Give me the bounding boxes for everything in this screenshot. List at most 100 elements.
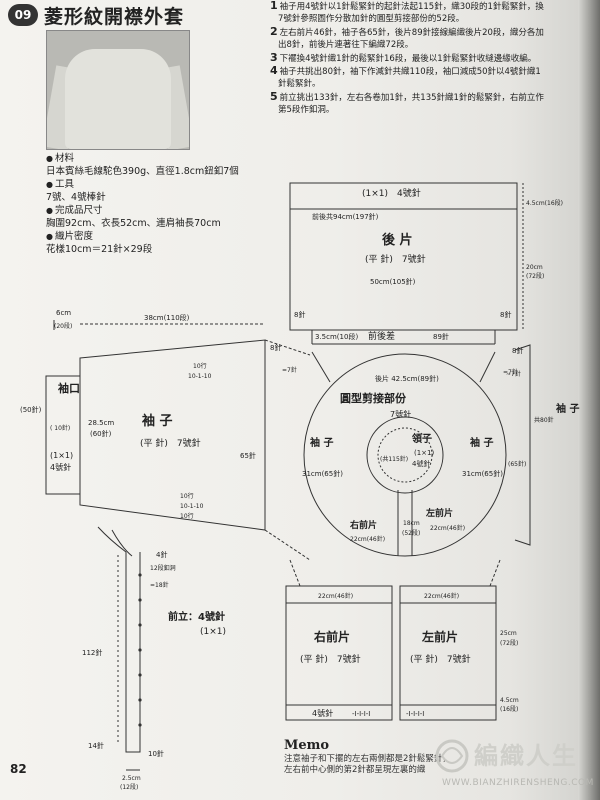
back-height: 20cm [526, 264, 543, 271]
pattern-number-badge: 09 [8, 4, 38, 26]
yoke-sleeve-right: 袖 子 [469, 436, 493, 449]
back-stitch: (平 針) 7號針 [365, 253, 426, 265]
collar-circle [366, 416, 444, 494]
collar-stitches: (共115針) [380, 455, 408, 463]
dec-top-1: 10行 [193, 362, 207, 370]
yoke-right-front: 右前片 [349, 519, 377, 531]
front-rows: (72段) [500, 639, 518, 647]
cuff-needle: 4號針 [50, 462, 71, 472]
right-front-title: 右前片 [313, 629, 350, 644]
sleeve-title: 袖 子 [142, 413, 173, 429]
sleeve-length: 38cm(110段) [144, 313, 190, 322]
band-width-rows: (12段) [120, 783, 138, 791]
front-rib-rows: (16段) [500, 705, 518, 713]
materials-section: 材料 日本賓絲毛線駝色390g、直徑1.8cm鈕釦7個 工具 7號、4號棒針 完… [46, 152, 239, 256]
dec-bottom-3: 10行 [180, 512, 194, 520]
yoke-title: 圓型剪接部份 [340, 391, 407, 405]
back-title: 後 片 [382, 232, 413, 248]
yoke-sleeve-left-width: 31cm(65針) [302, 469, 343, 478]
memo-heading: Memo [284, 738, 330, 753]
cuff-stitches: (50針) [20, 405, 42, 414]
cuff-rib: (1×1) [50, 451, 73, 460]
right-sleeve-pickup: 共80針 [534, 416, 554, 424]
right-sleeve-title: 袖 子 [555, 402, 579, 415]
watermark-url: WWW.BIANZHIRENSHENG.COM [442, 778, 594, 788]
sweater-photo [46, 30, 190, 150]
cuff-title: 袖口 [58, 381, 80, 395]
memo-text: 注意袖子和下擺的左右兩側都是2針鬆緊針， 左右前中心側的第2針都呈現左裏的織 [284, 754, 451, 775]
collar-title: 領子 [411, 432, 432, 445]
back-bottom-label: 3.5cm(10段) [315, 332, 358, 341]
dec-bottom-1: 10行 [180, 492, 194, 500]
yoke-sleeve-left: 袖 子 [309, 436, 333, 449]
band-112-stitches: 112針 [82, 648, 102, 657]
stitches-7-left: =7針 [282, 366, 297, 374]
back-pickup-label: 前後共94cm(197針) [312, 212, 379, 221]
rib-mark-left: -I-I-I-I [406, 710, 424, 718]
stitches-8-sleeve: 8針 [270, 343, 281, 352]
yoke-needle: 7號針 [390, 409, 411, 419]
dec-top-2: 10-1-10 [188, 373, 212, 380]
right-front-stitch: (平 針) 7號針 [300, 653, 361, 665]
sleeve-65-stitches: 65針 [240, 451, 256, 460]
front-band-rib: (1×1) [200, 627, 226, 637]
back-rib-label: (1×1) 4號針 [362, 187, 421, 199]
front-band-title: 前立：4號針 [168, 610, 225, 623]
right-front-width: 22cm(46針) [318, 592, 353, 600]
sleeve-stitch: (平 針) 7號針 [140, 437, 201, 449]
yoke-left-front-width: 22cm(46針) [430, 524, 465, 532]
page-title: 菱形紋開襟外套 [44, 6, 185, 28]
front-back-diff: 前後差 [368, 330, 395, 342]
band-4-stitches: 4針 [156, 550, 167, 559]
yoke-left-front: 左前片 [425, 507, 453, 519]
cuff-length: 6cm [56, 309, 71, 317]
left-front-width: 22cm(46針) [424, 592, 459, 600]
watermark: 編織人生 WWW.BIANZHIRENSHENG.COM [432, 730, 597, 794]
stitches-8-right: 8針 [500, 310, 511, 319]
yoke-depth: 18cm [403, 520, 420, 527]
yoke-rows: (52段) [402, 529, 420, 537]
sleeve-width-stitches: (60針) [90, 429, 112, 438]
left-front-title: 左前片 [421, 629, 458, 644]
yoke-outer-circle [303, 353, 507, 557]
cuff-side: ( 10針) [50, 424, 70, 432]
stitches-89: 89針 [433, 332, 449, 341]
band-buttonhole: 12段釦洞 [150, 564, 176, 572]
front-rib-needle: 4號針 [312, 708, 333, 718]
back-width: 50cm(105針) [370, 277, 416, 286]
stitches-8-left: 8針 [294, 310, 305, 319]
band-18-stitches: =18針 [150, 581, 169, 589]
right-front-outline [285, 585, 393, 721]
back-height-rows: (72段) [526, 272, 544, 280]
right-sleeve-stitches: (65針) [508, 460, 526, 468]
band-width: 2.5cm [122, 775, 141, 782]
rib-mark-right: -I-I-I-I [352, 710, 370, 718]
cuff-rows: (20段) [54, 322, 72, 330]
right-sleeve-7: ~7針 [506, 370, 521, 378]
band-14-stitches: 14針 [88, 741, 104, 750]
stitches-7-right: =7針 [503, 368, 518, 376]
band-10-stitches: 10針 [148, 749, 164, 758]
front-height: 25cm [500, 630, 517, 637]
front-band-outline [97, 526, 141, 753]
left-front-outline [399, 585, 497, 721]
watermark-brand: 編織人生 [474, 742, 578, 770]
sleeve-width: 28.5cm [88, 419, 114, 427]
yoke-back-label: 後片 42.5cm(89針) [375, 374, 439, 383]
dec-bottom-2: 10-1-10 [180, 503, 204, 510]
left-front-stitch: (平 針) 7號針 [410, 653, 471, 665]
watermark-logo-icon [435, 739, 469, 773]
yoke-sleeve-right-width: 31cm(65針) [462, 469, 503, 478]
book-spine-shadow [578, 0, 600, 800]
front-rib-height: 4.5cm [500, 697, 519, 704]
back-top-rib: 4.5cm(16段) [526, 199, 563, 207]
yoke-right-front-width: 22cm(46針) [350, 535, 385, 543]
cuff-outline [45, 375, 81, 495]
